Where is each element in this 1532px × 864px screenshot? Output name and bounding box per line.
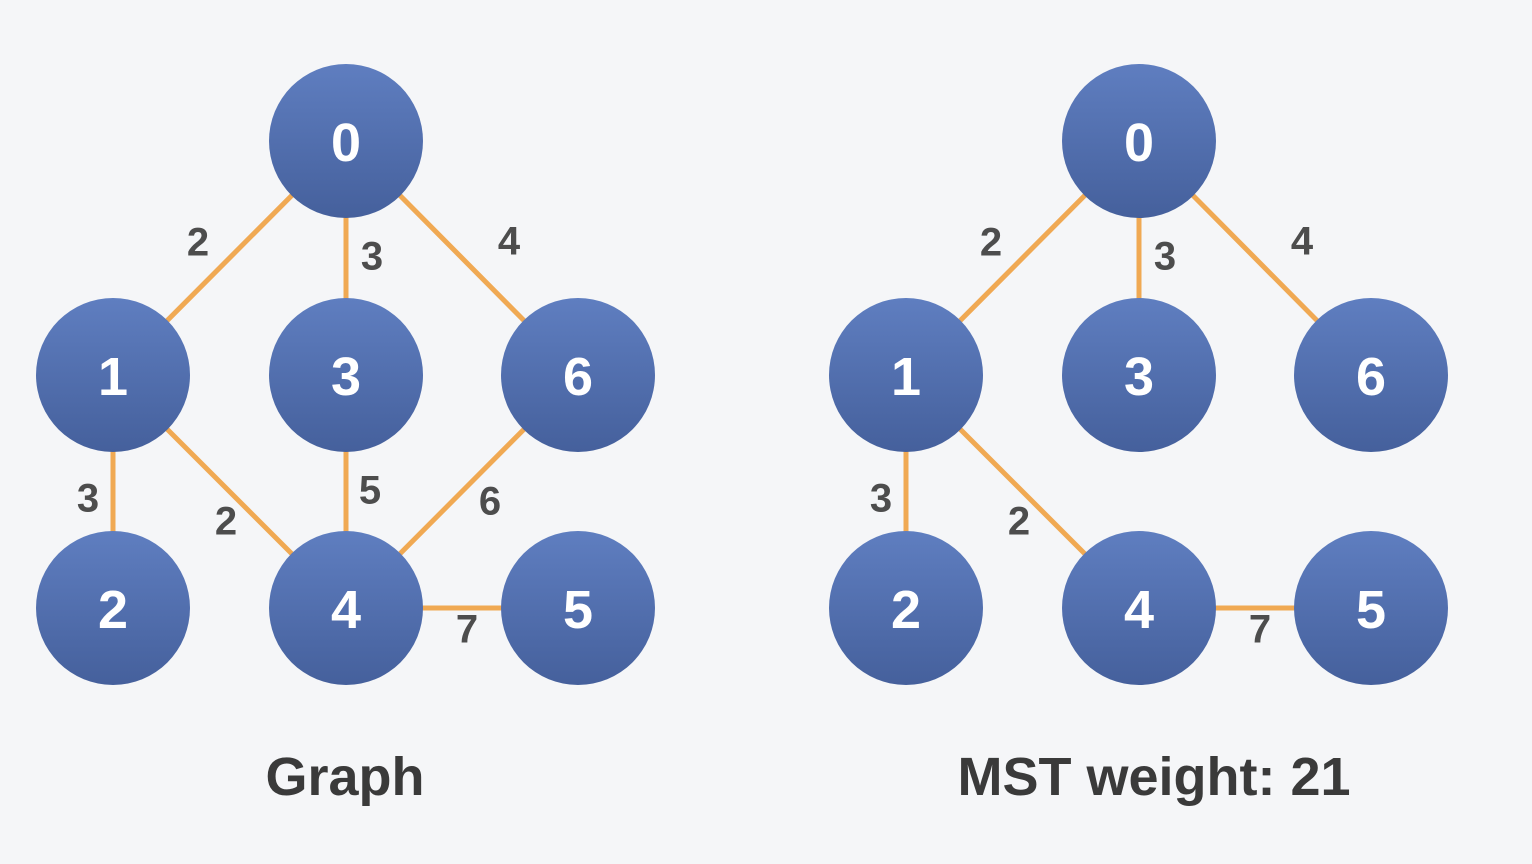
node-1: 1 xyxy=(829,298,983,452)
node-3-label: 3 xyxy=(331,347,361,407)
node-1-circle xyxy=(829,298,983,452)
node-5: 5 xyxy=(1294,531,1448,685)
edge-weight-6-4: 6 xyxy=(479,479,501,523)
edge-weight-4-5: 7 xyxy=(1249,607,1271,651)
node-2: 2 xyxy=(36,531,190,685)
node-1: 1 xyxy=(36,298,190,452)
node-2-label: 2 xyxy=(891,580,921,640)
node-6: 6 xyxy=(1294,298,1448,452)
node-4-label: 4 xyxy=(331,580,361,640)
mst-panel: 0 1 3 6 2 4 5 2 3 4 3 2 7 MST weight: 21 xyxy=(829,64,1448,807)
edge-weight-4-5: 7 xyxy=(456,607,478,651)
node-0: 0 xyxy=(269,64,423,218)
edge-weight-0-6: 4 xyxy=(1291,219,1314,263)
edge-weight-0-6: 4 xyxy=(498,219,521,263)
node-0-circle xyxy=(1062,64,1216,218)
edge-weight-0-1: 2 xyxy=(980,220,1002,264)
node-6-label: 6 xyxy=(563,347,593,407)
node-3: 3 xyxy=(1062,298,1216,452)
node-5-circle xyxy=(1294,531,1448,685)
node-0-label: 0 xyxy=(1124,113,1154,173)
graph-nodes: 0 1 3 6 2 4 5 xyxy=(36,64,655,685)
node-3-label: 3 xyxy=(1124,347,1154,407)
node-4: 4 xyxy=(269,531,423,685)
edge-weight-3-4: 5 xyxy=(359,468,381,512)
edge-weight-1-4: 2 xyxy=(1008,499,1030,543)
node-2-label: 2 xyxy=(98,580,128,640)
edge-weight-1-2: 3 xyxy=(77,476,99,520)
node-5-circle xyxy=(501,531,655,685)
node-6-circle xyxy=(1294,298,1448,452)
mst-edge-weights: 2 3 4 3 2 7 xyxy=(870,219,1314,651)
edge-weight-1-4: 2 xyxy=(215,499,237,543)
graph-caption: Graph xyxy=(265,747,424,807)
node-1-label: 1 xyxy=(98,347,128,407)
node-2-circle xyxy=(829,531,983,685)
node-6-circle xyxy=(501,298,655,452)
graph-edge-weights: 2 3 4 3 2 5 6 7 xyxy=(77,219,521,651)
node-6: 6 xyxy=(501,298,655,452)
node-0: 0 xyxy=(1062,64,1216,218)
node-5-label: 5 xyxy=(1356,580,1386,640)
graph-panel: 0 1 3 6 2 4 5 2 3 4 3 2 5 6 7 Graph xyxy=(36,64,655,807)
node-5: 5 xyxy=(501,531,655,685)
node-3: 3 xyxy=(269,298,423,452)
node-0-circle xyxy=(269,64,423,218)
edge-weight-0-3: 3 xyxy=(361,234,383,278)
mst-nodes: 0 1 3 6 2 4 5 xyxy=(829,64,1448,685)
node-4-circle xyxy=(1062,531,1216,685)
node-5-label: 5 xyxy=(563,580,593,640)
node-2-circle xyxy=(36,531,190,685)
edge-weight-0-3: 3 xyxy=(1154,234,1176,278)
node-6-label: 6 xyxy=(1356,347,1386,407)
node-1-label: 1 xyxy=(891,347,921,407)
node-0-label: 0 xyxy=(331,113,361,173)
node-3-circle xyxy=(1062,298,1216,452)
node-4: 4 xyxy=(1062,531,1216,685)
node-3-circle xyxy=(269,298,423,452)
node-4-circle xyxy=(269,531,423,685)
edge-weight-1-2: 3 xyxy=(870,476,892,520)
node-4-label: 4 xyxy=(1124,580,1154,640)
mst-caption: MST weight: 21 xyxy=(957,747,1350,807)
edge-weight-0-1: 2 xyxy=(187,220,209,264)
node-1-circle xyxy=(36,298,190,452)
node-2: 2 xyxy=(829,531,983,685)
